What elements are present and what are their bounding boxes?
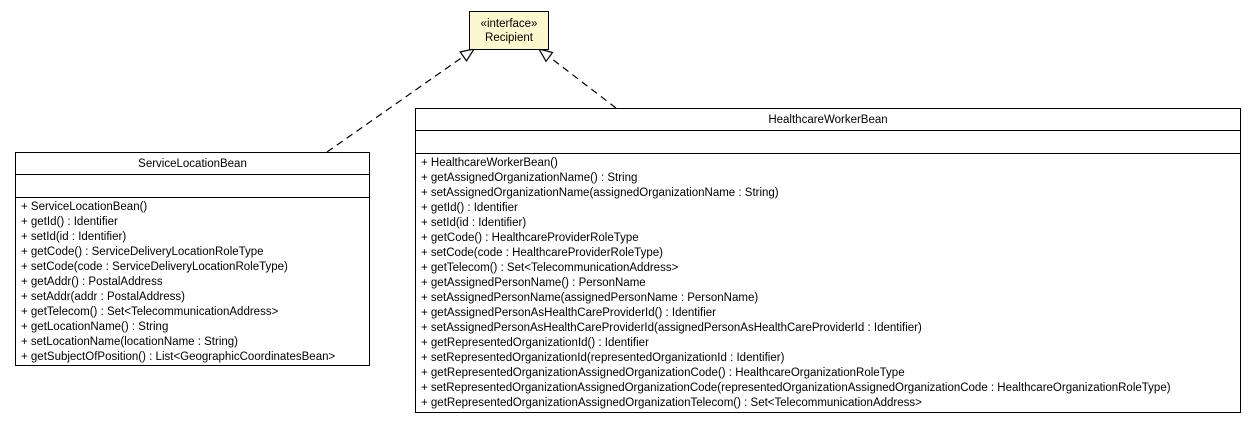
method-item: + setLocationName(locationName : String) xyxy=(21,336,239,348)
method-item: + HealthcareWorkerBean() xyxy=(421,157,558,169)
class-title[interactable]: HealthcareWorkerBean xyxy=(416,109,1240,131)
method-item: + ServiceLocationBean() xyxy=(21,201,148,213)
method-item: + getRepresentedOrganizationAssignedOrga… xyxy=(421,367,905,379)
method-item: + getAddr() : PostalAddress xyxy=(21,276,163,288)
method-item: + getAssignedPersonName() : PersonName xyxy=(421,277,646,289)
method-item: + getCode() : ServiceDeliveryLocationRol… xyxy=(21,246,264,258)
method-item: + setAssignedPersonName(assignedPersonNa… xyxy=(421,292,759,304)
realization-edge-healthcareworkerbean xyxy=(537,48,617,109)
method-item: + setAssignedPersonAsHealthCareProviderI… xyxy=(421,322,922,334)
method-item: + setAssignedOrganizationName(assignedOr… xyxy=(421,187,779,199)
method-item: + getAssignedOrganizationName() : String xyxy=(421,172,638,184)
method-item: + getTelecom() : Set<TelecommunicationAd… xyxy=(21,306,279,318)
attributes-compartment xyxy=(416,131,1240,154)
method-item: + getTelecom() : Set<TelecommunicationAd… xyxy=(421,262,679,274)
method-item: + setRepresentedOrganizationAssignedOrga… xyxy=(421,382,1171,394)
method-item: + setCode(code : ServiceDeliveryLocation… xyxy=(21,261,288,273)
interface-stereotype-label: «interface» xyxy=(480,17,538,30)
realization-line xyxy=(548,56,617,109)
method-item: + setCode(code : HealthcareProviderRoleT… xyxy=(421,247,663,259)
method-item: + getRepresentedOrganizationId() : Ident… xyxy=(421,337,649,349)
method-item: + getCode() : HealthcareProviderRoleType xyxy=(421,232,639,244)
method-item: + getAssignedPersonAsHealthCareProviderI… xyxy=(421,307,716,319)
method-item: + getId() : Identifier xyxy=(21,216,118,228)
attributes-compartment xyxy=(16,175,369,198)
class-node-healthcareworkerbean[interactable]: HealthcareWorkerBean + HealthcareWorkerB… xyxy=(415,108,1241,413)
method-item: + getSubjectOfPosition() : List<Geograph… xyxy=(21,351,336,363)
method-item: + setId(id : Identifier) xyxy=(21,231,127,243)
interface-name-label: Recipient xyxy=(485,31,533,44)
methods-compartment: + HealthcareWorkerBean() + getAssignedOr… xyxy=(416,154,1240,411)
interface-node-recipient[interactable]: «interface» Recipient xyxy=(469,11,549,50)
hollow-triangle-arrowhead-icon xyxy=(537,48,554,63)
class-title[interactable]: ServiceLocationBean xyxy=(16,153,369,175)
method-item: + setId(id : Identifier) xyxy=(421,217,527,229)
method-item: + getRepresentedOrganizationAssignedOrga… xyxy=(421,397,922,409)
method-item: + setRepresentedOrganizationId(represent… xyxy=(421,352,785,364)
method-item: + setAddr(addr : PostalAddress) xyxy=(21,291,185,303)
hollow-triangle-arrowhead-icon xyxy=(459,48,476,62)
methods-compartment: + ServiceLocationBean() + getId() : Iden… xyxy=(16,198,369,365)
class-node-servicelocationbean[interactable]: ServiceLocationBean + ServiceLocationBea… xyxy=(15,152,370,366)
method-item: + getId() : Identifier xyxy=(421,202,518,214)
method-item: + getLocationName() : String xyxy=(21,321,169,333)
